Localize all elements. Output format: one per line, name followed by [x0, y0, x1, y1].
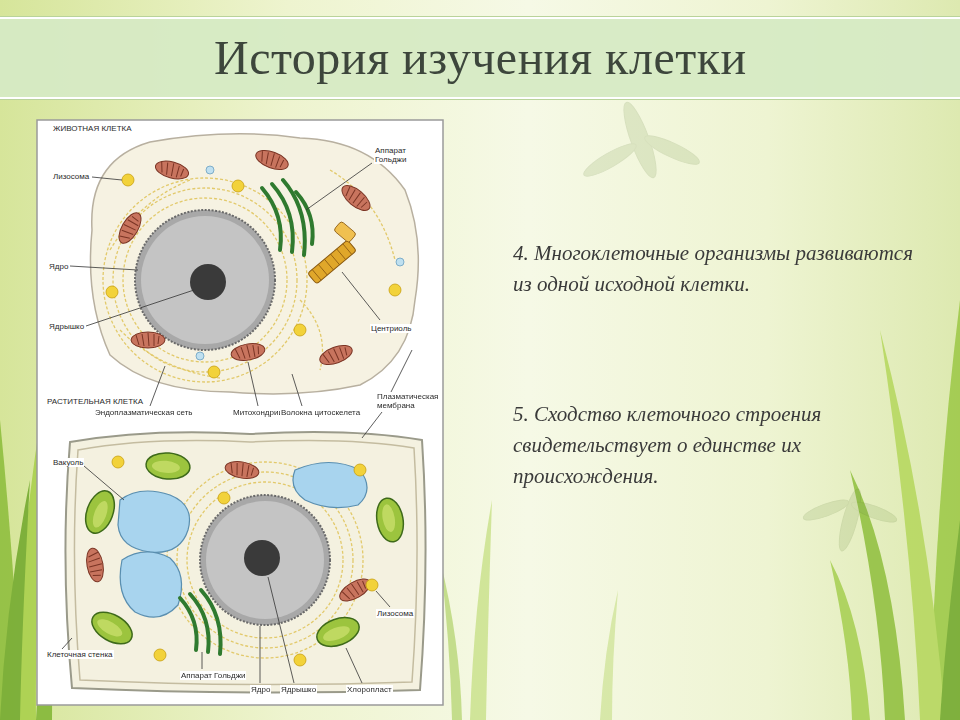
statement-text: 4. Многоклеточные организмы развиваются …: [513, 238, 918, 300]
slide-title: История изучения клетки: [214, 30, 747, 85]
part-label: Волокна цитоскелета: [280, 408, 361, 417]
part-label: Ядрышко: [280, 685, 317, 694]
statement-text: 5. Сходство клеточного строения свидетел…: [513, 399, 918, 492]
part-label: Хлоропласт: [346, 685, 393, 694]
part-label: Клеточная стенка: [46, 650, 114, 659]
part-label: Лизосома: [376, 609, 414, 618]
part-label: Ядро: [48, 262, 69, 271]
part-label: Аппарат Гольджи: [374, 146, 422, 164]
part-label: Плазматическая мембрана: [376, 392, 442, 410]
part-label: Эндоплазматическая сеть: [94, 408, 194, 417]
part-label: Ядро: [250, 685, 271, 694]
part-label: Митохондрии: [232, 408, 284, 417]
part-label: Вакуоль: [52, 458, 84, 467]
part-label: Центриоль: [370, 324, 412, 333]
part-label: Ядрышко: [48, 322, 85, 331]
part-label: Лизосома: [52, 172, 90, 181]
figure-heading: ЖИВОТНАЯ КЛЕТКА: [52, 124, 133, 133]
part-label: Аппарат Гольджи: [180, 671, 246, 680]
figure-heading: РАСТИТЕЛЬНАЯ КЛЕТКА: [46, 397, 144, 406]
